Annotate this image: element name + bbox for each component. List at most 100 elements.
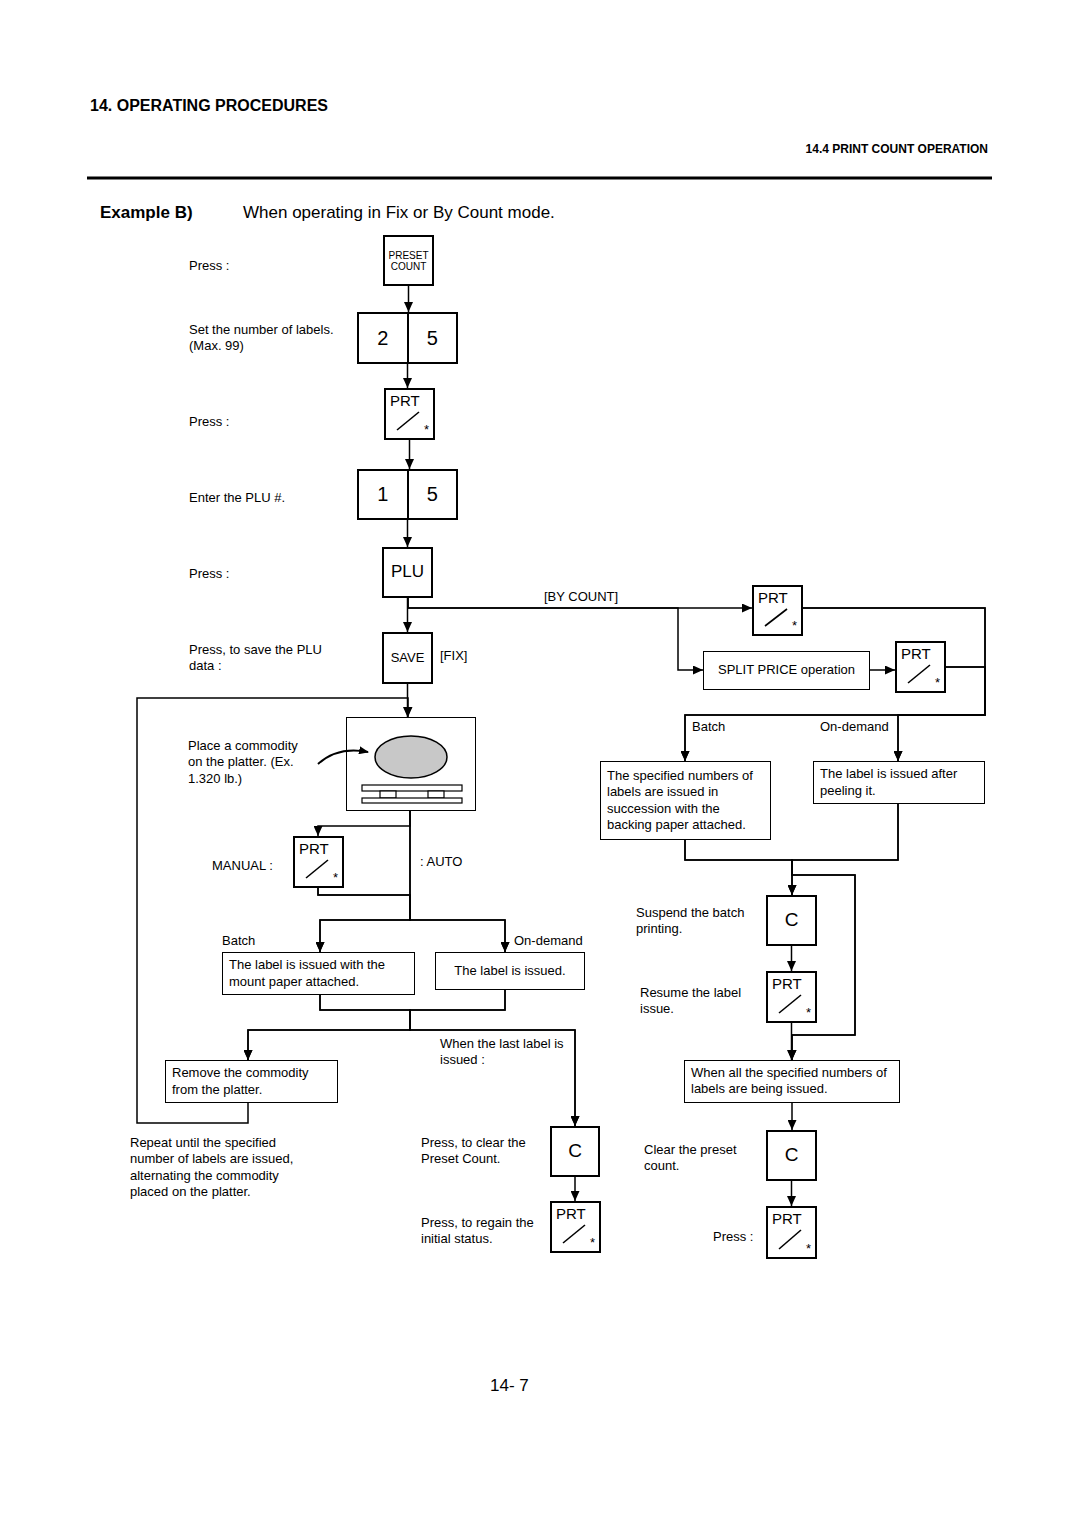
flow-arrow: [685, 608, 985, 761]
flow-arrow: [410, 990, 575, 1126]
key-label: C: [785, 1145, 799, 1166]
flow-arrow: [791, 1023, 793, 1060]
scale-base: [362, 798, 462, 803]
key-label: PRT: [390, 393, 420, 408]
scale-illustration: Place a commodity on the platter. (Ex. 1…: [346, 717, 476, 811]
flow-arrow: [318, 888, 505, 952]
flow-arrow: [248, 995, 410, 1060]
flow-arrow: [408, 286, 410, 312]
key-button: C: [766, 1130, 817, 1181]
key-button: PRT *: [895, 641, 946, 693]
flow-arrow: [318, 811, 410, 836]
note-label: 14- 7: [490, 1375, 570, 1396]
key-button: SAVE: [382, 632, 433, 684]
flow-arrow: [685, 840, 855, 1060]
box-text: When all the specified numbers of labels…: [691, 1065, 893, 1098]
key-label: *: [935, 676, 940, 689]
key-label: PRT: [299, 841, 329, 856]
note-label: Enter the PLU #.: [189, 490, 339, 506]
edge-label: [FIX]: [440, 648, 490, 664]
note-label: MANUAL :: [212, 858, 290, 874]
key-label: 2: [359, 314, 409, 362]
commodity: [375, 736, 447, 778]
key-label: *: [424, 423, 429, 436]
process-box: SPLIT PRICE operation: [703, 651, 870, 690]
flow-arrow: [407, 364, 409, 388]
key-label: PRT: [758, 590, 788, 605]
slash-stroke: [397, 412, 419, 430]
key-button: PRT*: [766, 1206, 817, 1259]
process-box: The specified numbers of labels are issu…: [600, 761, 771, 840]
process-box: The label is issued after peeling it.: [813, 761, 985, 804]
key-label: 5: [409, 314, 457, 362]
note-label: Clear the preset count.: [644, 1142, 759, 1175]
flow-arrow: [410, 811, 505, 952]
flow-arrow: [792, 804, 898, 895]
key-label: C: [785, 910, 799, 931]
box-text: The label is issued.: [442, 963, 578, 979]
key-button: PLU: [382, 547, 433, 598]
box-text: The specified numbers of labels are issu…: [607, 768, 764, 833]
slash-stroke: [306, 860, 328, 878]
key-label: SAVE: [391, 651, 425, 665]
key-button: 25: [357, 312, 458, 364]
flow-arrow: [320, 995, 575, 1126]
note-label: 14.4 PRINT COUNT OPERATION: [688, 142, 988, 157]
flow-arrow: [870, 669, 895, 671]
note-label: Resume the label issue.: [640, 985, 760, 1018]
note-label: Set the number of labels. (Max. 99): [189, 322, 354, 355]
key-button: C: [766, 895, 817, 946]
key-label: 5: [409, 471, 457, 518]
box-text: SPLIT PRICE operation: [710, 662, 863, 678]
flow-arrow: [574, 1177, 576, 1201]
slash-stroke: [908, 665, 930, 683]
box-text: Remove the commodity from the platter.: [172, 1065, 331, 1098]
key-label: PRT: [772, 976, 802, 991]
note-label: Batch: [222, 933, 282, 949]
header-rule: [87, 177, 992, 180]
key-label: PRT: [901, 646, 931, 661]
note-label: Press :: [189, 414, 269, 430]
key-label: *: [806, 1242, 811, 1255]
key-label: *: [333, 871, 338, 884]
flow-arrow: [137, 698, 408, 1123]
process-box: The label is issued.: [435, 952, 585, 990]
platter-leg: [428, 791, 444, 798]
key-label: C: [568, 1141, 582, 1162]
platter: [362, 785, 462, 791]
slash-stroke: [779, 995, 801, 1013]
key-button: PRT*: [550, 1201, 601, 1253]
flow-arrow: [318, 888, 410, 952]
key-label: PRT: [556, 1206, 586, 1221]
flow-arrow: [407, 520, 409, 547]
flow-arrow: [791, 946, 793, 971]
note-label: : AUTO: [420, 854, 490, 870]
flow-arrow: [685, 840, 792, 895]
process-box: When all the specified numbers of labels…: [684, 1060, 900, 1103]
flow-arrow: [791, 1181, 793, 1206]
key-button: PRT *: [384, 388, 435, 440]
key-label: *: [792, 619, 797, 632]
process-box: Remove the commodity from the platter.: [165, 1060, 338, 1103]
edge-label: [BY COUNT]: [544, 589, 634, 605]
note-label: Press :: [189, 566, 269, 582]
note-label: Batch: [692, 719, 752, 735]
flow-arrow: [408, 598, 703, 670]
slash-stroke: [563, 1225, 585, 1243]
note-label: Press :: [189, 258, 269, 274]
key-button: PRT *: [293, 836, 344, 888]
note-label: Suspend the batch printing.: [636, 905, 761, 938]
note-label: On-demand: [820, 719, 895, 735]
illustration-caption: Place a commodity on the platter. (Ex. 1…: [188, 738, 306, 787]
place-arrow: [318, 751, 368, 765]
example-title: Example B): [100, 202, 193, 223]
key-label: PLU: [391, 563, 424, 582]
key-label: PRESET COUNT: [385, 250, 432, 272]
flow-arrow: [320, 811, 410, 952]
box-text: The label is issued after peeling it.: [820, 766, 978, 799]
note-label: Press, to clear the Preset Count.: [421, 1135, 546, 1168]
key-button: 15: [357, 469, 458, 520]
box-text: The label is issued with the mount paper…: [229, 957, 408, 990]
note-label: 14. OPERATING PROCEDURES: [90, 96, 510, 116]
